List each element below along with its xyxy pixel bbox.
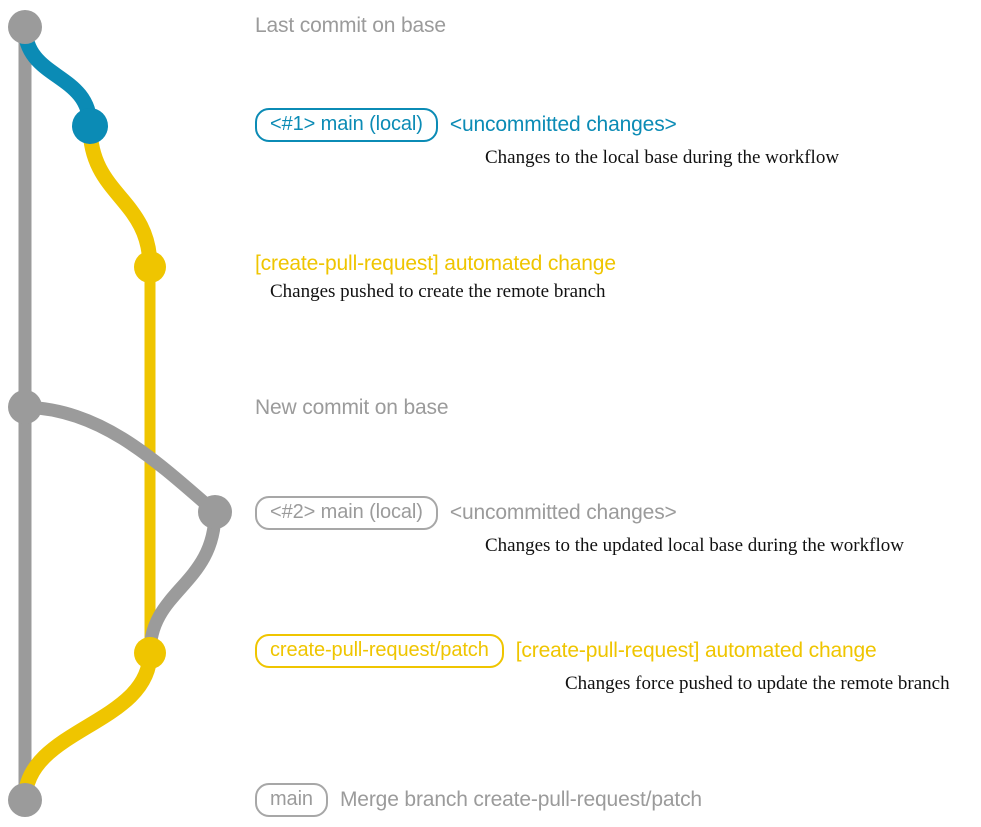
commit-entry-local-uncommitted-2: <#2> main (local) <uncommitted changes> … — [255, 496, 904, 557]
commit-entry-new-commit-on-base: New commit on base — [255, 396, 449, 420]
commit-entry-last-commit-on-base: Last commit on base — [255, 14, 446, 38]
commit-node-base-2[interactable] — [8, 390, 42, 424]
commit-headline: [create-pull-request] automated change — [255, 252, 616, 276]
edge-local2-to-patch2 — [143, 505, 222, 660]
branch-badge-main-local-1[interactable]: <#1> main (local) — [255, 108, 438, 142]
commit-message: [create-pull-request] automated change — [515, 639, 877, 662]
commit-node-base-1[interactable] — [8, 10, 42, 44]
branch-badge-create-pull-request-patch[interactable]: create-pull-request/patch — [255, 634, 504, 668]
commit-node-merge[interactable] — [8, 783, 42, 817]
commit-headline: main Merge branch create-pull-request/pa… — [255, 783, 702, 817]
commit-message: <uncommitted changes> — [449, 113, 677, 136]
commit-message: <uncommitted changes> — [449, 501, 677, 524]
commit-message: New commit on base — [255, 396, 449, 419]
commit-headline: <#2> main (local) <uncommitted changes> — [255, 496, 904, 530]
commit-subtext: Changes to the local base during the wor… — [485, 147, 840, 168]
commit-subtext: Changes to the updated local base during… — [485, 535, 904, 556]
commit-message: Last commit on base — [255, 14, 446, 37]
commit-node-local-1[interactable] — [72, 108, 108, 144]
commit-entry-merge-commit: main Merge branch create-pull-request/pa… — [255, 783, 702, 817]
commit-entry-automated-change-1: [create-pull-request] automated change C… — [255, 252, 616, 303]
commit-subtext: Changes pushed to create the remote bran… — [270, 281, 606, 302]
commit-message: Merge branch create-pull-request/patch — [339, 788, 702, 811]
commit-node-patch-1[interactable] — [134, 251, 166, 283]
commit-headline: Last commit on base — [255, 14, 446, 38]
edge-local1-to-patch1 — [82, 118, 158, 275]
commit-subtext: Changes force pushed to update the remot… — [565, 673, 950, 694]
edge-base2-to-local2 — [18, 400, 222, 519]
edge-patch2-to-merge — [17, 645, 158, 808]
commit-message: [create-pull-request] automated change — [255, 252, 616, 275]
branch-badge-main[interactable]: main — [255, 783, 328, 817]
commit-node-local-2[interactable] — [198, 495, 232, 529]
commit-headline: <#1> main (local) <uncommitted changes> — [255, 108, 839, 142]
branch-badge-main-local-2[interactable]: <#2> main (local) — [255, 496, 438, 530]
commit-entry-local-uncommitted-1: <#1> main (local) <uncommitted changes> … — [255, 108, 839, 169]
commit-headline: New commit on base — [255, 396, 449, 420]
commit-node-patch-2[interactable] — [134, 637, 166, 669]
commit-headline: create-pull-request/patch [create-pull-r… — [255, 634, 950, 668]
commit-entry-automated-change-2: create-pull-request/patch [create-pull-r… — [255, 634, 950, 695]
